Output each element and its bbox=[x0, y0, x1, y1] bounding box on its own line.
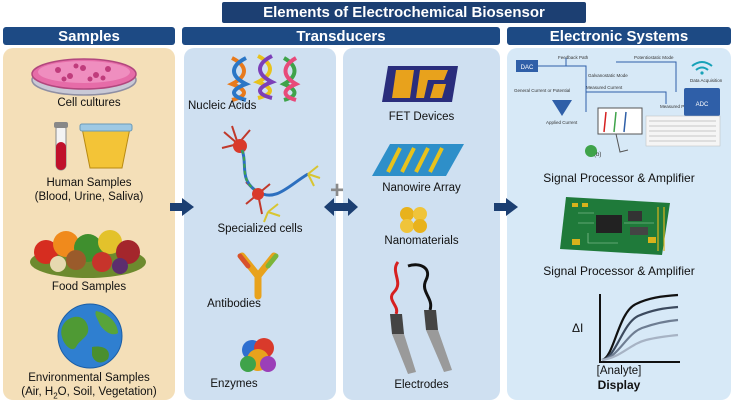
human-samples-icon bbox=[54, 122, 133, 171]
circuit-potentiostatic-label: Potentiostatic Mode bbox=[634, 55, 674, 60]
circuit-general-label: General Current or Potential bbox=[514, 88, 570, 93]
circuit-board-icon bbox=[560, 197, 670, 255]
circuit-measured-potential-label: Measured Potential bbox=[660, 104, 699, 109]
header-electronic-systems: Electronic Systems bbox=[507, 27, 731, 45]
food-samples-label: Food Samples bbox=[51, 281, 127, 293]
nanomaterials-icon bbox=[400, 207, 427, 233]
display-chart-ylabel: ΔI bbox=[572, 321, 583, 335]
electrodes-icon bbox=[390, 261, 452, 374]
circuit-dac-label: DAC bbox=[521, 65, 534, 71]
environmental-samples-detail: (Air, H2O, Soil, Vegetation) bbox=[21, 386, 157, 401]
fet-device-icon bbox=[382, 66, 458, 102]
potentiostat-circuit-diagram: DAC General Current or Potential Feedbac… bbox=[514, 55, 723, 158]
arrow-bio-transducer-bidirectional bbox=[324, 198, 358, 216]
nanowire-array-icon bbox=[372, 144, 464, 176]
circuit-b-label: (b) bbox=[594, 152, 601, 158]
enzyme-icon bbox=[240, 338, 276, 372]
enzymes-label: Enzymes bbox=[210, 378, 258, 390]
arrow-transducer-to-electronics bbox=[494, 198, 518, 216]
signal-processor-label-2: Signal Processor & Amplifier bbox=[543, 264, 695, 278]
circuit-data-acq-label: Data Acquisition bbox=[690, 78, 723, 83]
earth-globe-icon bbox=[57, 303, 123, 369]
human-samples-label: Human Samples bbox=[46, 177, 132, 189]
cell-cultures-label: Cell cultures bbox=[57, 97, 121, 109]
circuit-adc-label: ADC bbox=[696, 102, 709, 108]
header-transducers: Transducers bbox=[182, 27, 500, 45]
display-response-chart: ΔI bbox=[572, 293, 680, 363]
petri-dish-icon bbox=[31, 58, 137, 96]
nanowire-array-label: Nanowire Array bbox=[382, 182, 461, 194]
neuron-cells-icon bbox=[221, 125, 321, 223]
signal-processor-label-1: Signal Processor & Amplifier bbox=[543, 171, 695, 185]
diagram-title: Elements of Electrochemical Biosensor bbox=[222, 2, 586, 23]
environmental-samples-label: Environmental Samples bbox=[28, 372, 150, 384]
wifi-icon bbox=[691, 61, 713, 71]
display-chart-xlabel: [Analyte] bbox=[596, 365, 642, 377]
antibodies-label: Antibodies bbox=[207, 298, 261, 310]
human-samples-detail: (Blood, Urine, Saliva) bbox=[34, 191, 144, 203]
fet-devices-label: FET Devices bbox=[388, 111, 455, 123]
food-samples-icon bbox=[30, 230, 146, 278]
nanomaterials-label: Nanomaterials bbox=[384, 235, 459, 247]
display-label: Display bbox=[597, 378, 641, 392]
circuit-galvanostatic-label: Galvanostatic Mode bbox=[588, 73, 628, 78]
antibody-icon bbox=[237, 252, 279, 300]
circuit-applied-label: Applied Current bbox=[546, 120, 578, 125]
plus-icon: + bbox=[330, 177, 345, 204]
specialized-cells-label: Specialized cells bbox=[217, 223, 303, 235]
circuit-measured-current-label: Measured Current bbox=[586, 85, 623, 90]
electrodes-label: Electrodes bbox=[394, 379, 449, 391]
circuit-feedback-label: Feedback Path bbox=[558, 55, 589, 60]
nucleic-acids-label: Nucleic Acids bbox=[188, 100, 257, 112]
header-samples: Samples bbox=[3, 27, 175, 45]
arrow-samples-to-bio bbox=[170, 198, 194, 216]
dna-helix-icon bbox=[227, 54, 301, 102]
